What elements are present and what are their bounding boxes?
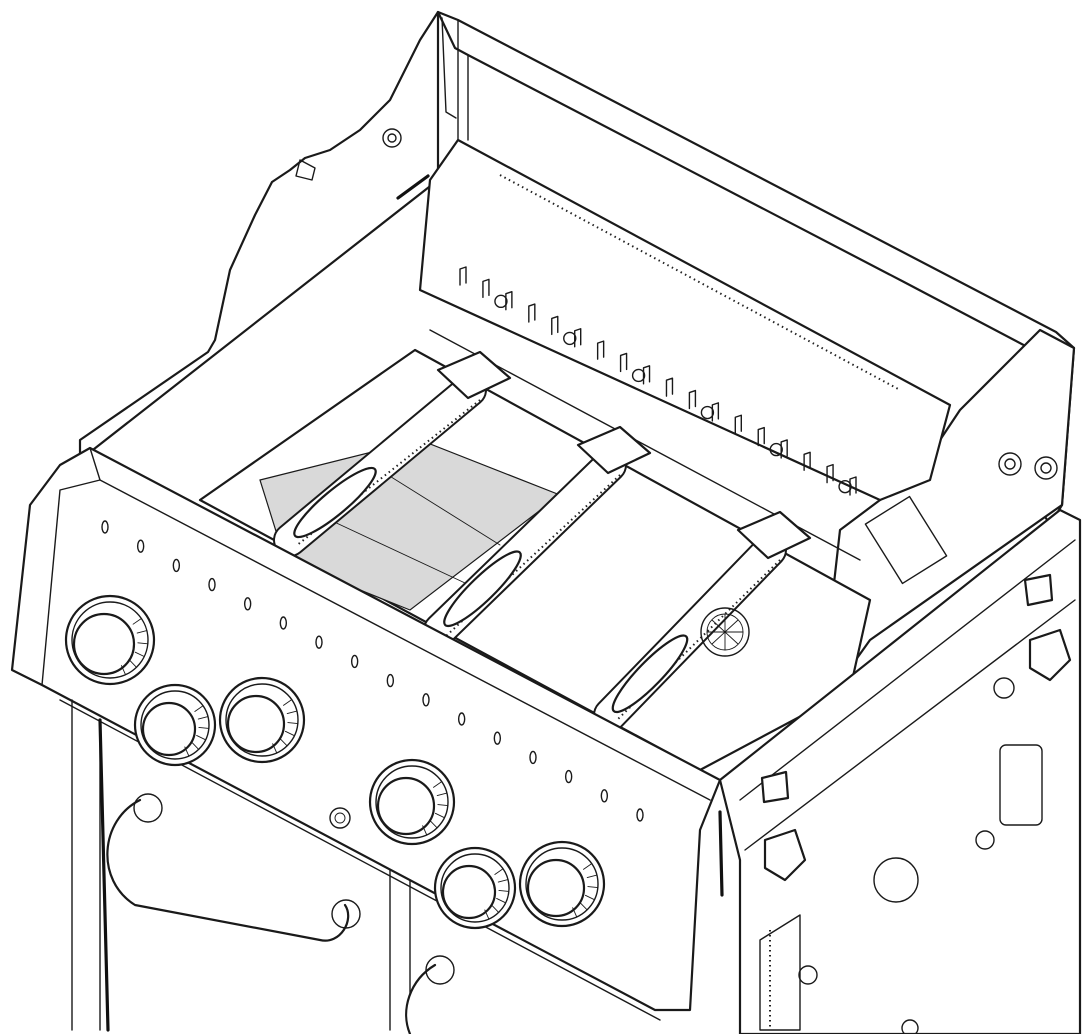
vent-slot bbox=[350, 654, 359, 669]
vent-slot bbox=[564, 769, 573, 784]
side-bolt-icon bbox=[998, 452, 1022, 476]
burner-tube bbox=[423, 425, 652, 647]
door-handle-left bbox=[106, 793, 361, 942]
vent-slot bbox=[493, 731, 502, 745]
control-knob-icon[interactable] bbox=[133, 683, 217, 767]
ignition-button-icon bbox=[329, 807, 351, 829]
control-knob-icon[interactable] bbox=[433, 846, 517, 930]
vent-slot bbox=[136, 539, 145, 553]
vent-slot bbox=[386, 673, 395, 688]
ignitor-hook bbox=[849, 476, 857, 496]
ignitor-hook bbox=[780, 439, 788, 459]
ignitor-hook bbox=[711, 402, 720, 422]
door-handle-right bbox=[405, 955, 455, 1034]
vent-slot bbox=[315, 635, 323, 649]
front-control-panel bbox=[10, 446, 722, 1021]
latch-lower bbox=[760, 770, 807, 882]
vent-slot bbox=[457, 712, 466, 726]
control-knob-icon[interactable] bbox=[368, 758, 456, 846]
ignitor-hook bbox=[505, 291, 513, 311]
vent-slot bbox=[636, 808, 644, 822]
control-knob-icon[interactable] bbox=[64, 594, 156, 686]
control-knobs bbox=[64, 594, 606, 930]
ignitor-hook bbox=[665, 377, 674, 397]
burner-slot bbox=[293, 466, 377, 539]
ignitor-hook bbox=[803, 451, 811, 471]
ignitor-hook bbox=[734, 414, 742, 434]
right-cabinet-panel bbox=[718, 508, 1082, 1034]
control-knob-icon[interactable] bbox=[218, 676, 306, 764]
ignitor-hook bbox=[574, 328, 582, 348]
ignitor-hook bbox=[688, 389, 697, 410]
ignitor-hook bbox=[642, 365, 651, 385]
vent-slot bbox=[243, 597, 252, 611]
ignitor-hook bbox=[459, 266, 467, 286]
vent-slot bbox=[422, 693, 430, 707]
ignitor-hook bbox=[528, 303, 536, 323]
latch-upper bbox=[1023, 573, 1072, 682]
burner-tube bbox=[593, 510, 812, 732]
ignitor-hooks bbox=[459, 266, 857, 496]
vent-slot bbox=[529, 750, 537, 765]
vent-slot bbox=[279, 616, 288, 630]
vent-slot bbox=[172, 558, 181, 573]
burner-slot bbox=[443, 550, 522, 628]
burner-tube bbox=[273, 350, 512, 557]
control-knob-icon[interactable] bbox=[518, 840, 606, 928]
ignitor-hook bbox=[619, 352, 628, 373]
burner-slot bbox=[611, 634, 689, 714]
ignitor-hook bbox=[596, 340, 605, 360]
vent-slot bbox=[208, 577, 216, 592]
ignitor-hook bbox=[826, 463, 834, 484]
vent-slot bbox=[600, 789, 609, 803]
ignitor-hook bbox=[482, 278, 490, 299]
vent-slots bbox=[101, 520, 644, 822]
rear-inner-panel bbox=[418, 138, 952, 561]
vent-slot bbox=[101, 520, 109, 534]
lower-cabinet bbox=[71, 699, 455, 1034]
fan-vent bbox=[700, 607, 750, 657]
burner-tubes bbox=[273, 350, 812, 732]
ignitor-hook bbox=[757, 426, 765, 447]
left-side-wall bbox=[78, 10, 440, 462]
ignitor-hook bbox=[551, 315, 559, 336]
